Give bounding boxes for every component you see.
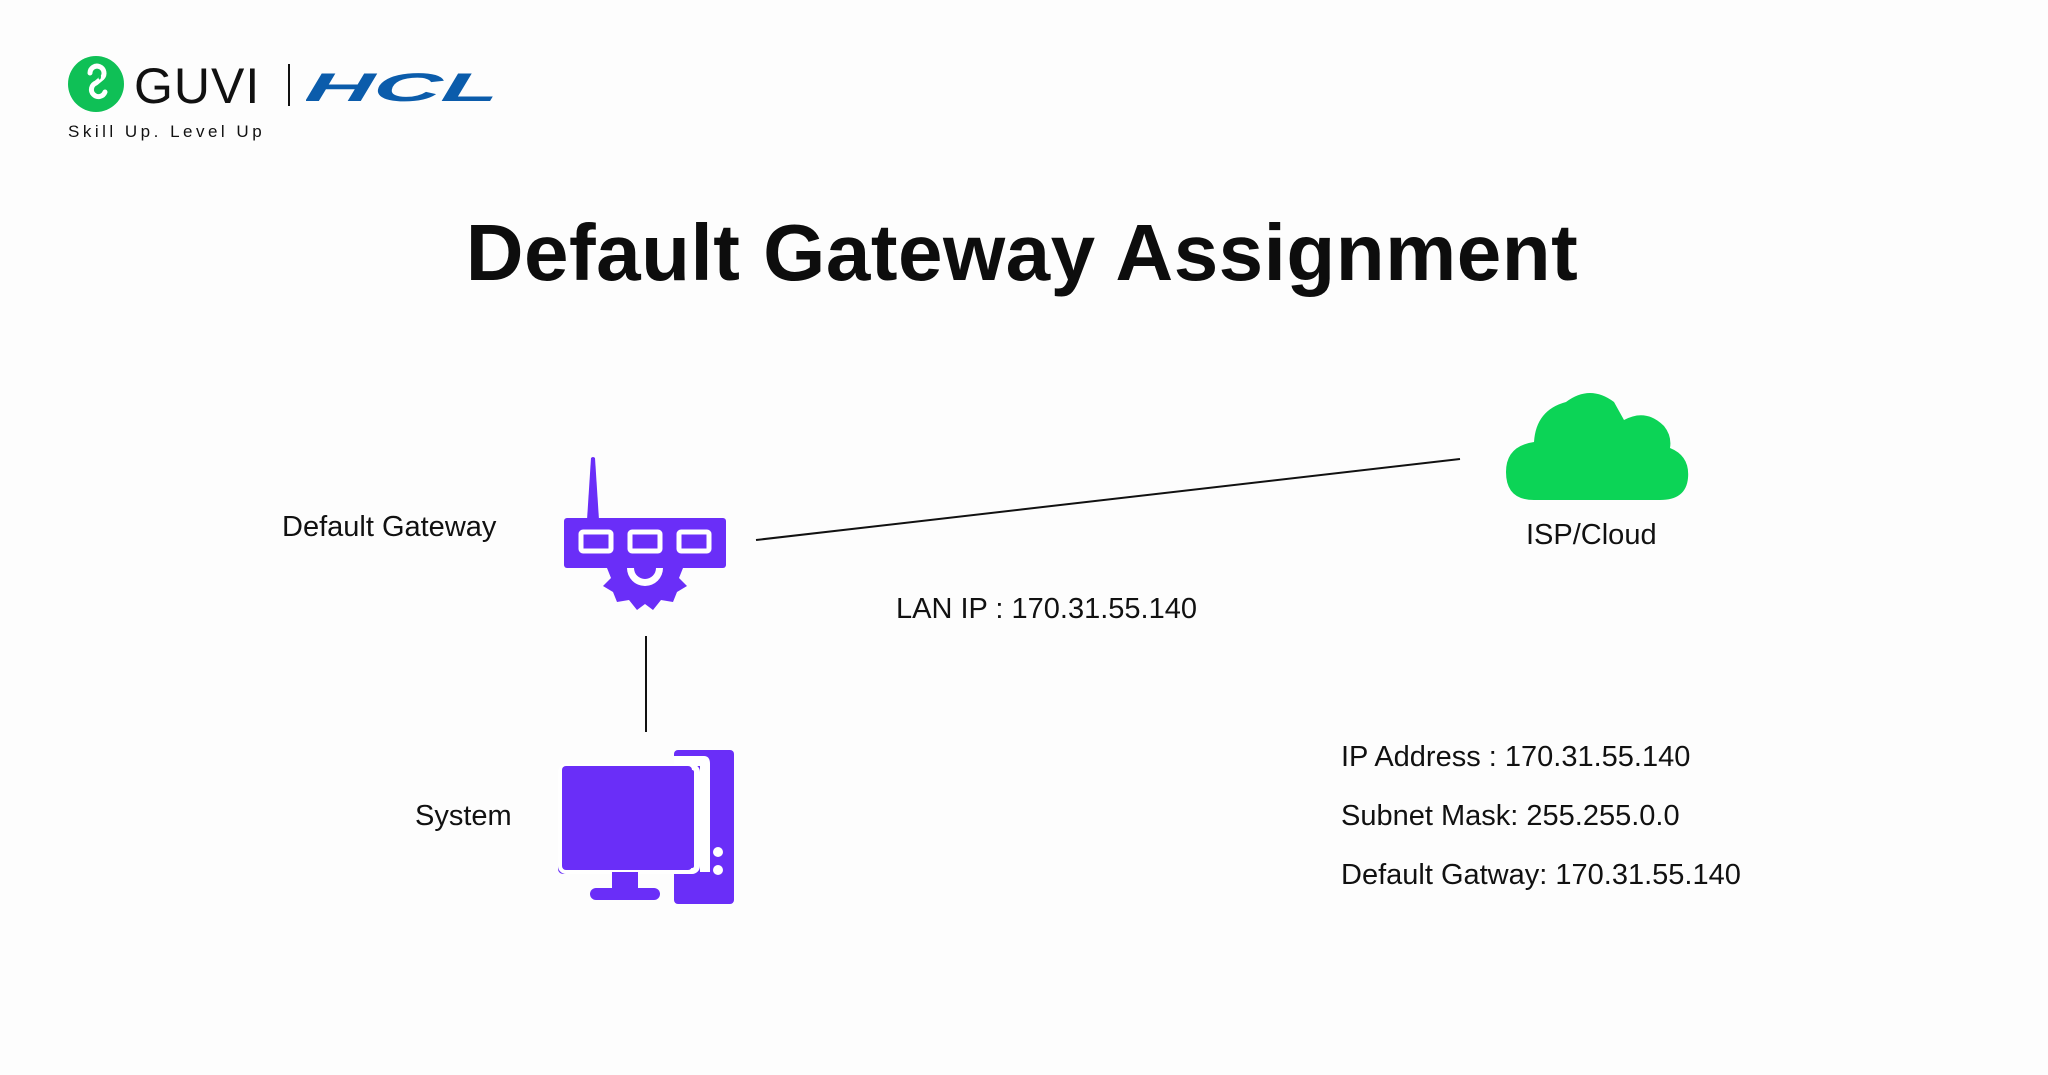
default-gateway-text: Default Gatway: 170.31.55.140 <box>1341 859 1741 891</box>
brand-tagline: Skill Up. Level Up <box>68 122 266 141</box>
lan-ip-label: LAN IP : 170.31.55.140 <box>896 593 1197 625</box>
system-label: System <box>415 800 512 832</box>
brand-logo: GUVI HCL Skill Up. Level Up <box>68 56 588 146</box>
subnet-mask-text: Subnet Mask: 255.255.0.0 <box>1341 800 1680 832</box>
gateway-label: Default Gateway <box>282 511 497 543</box>
cloud-label: ISP/Cloud <box>1526 519 1657 551</box>
hcl-wordmark: HCL <box>306 70 503 106</box>
router-icon <box>564 457 726 610</box>
logo-divider <box>288 64 290 106</box>
guvi-logo-icon <box>68 56 124 112</box>
desktop-computer-icon <box>558 750 734 904</box>
ip-address-text: IP Address : 170.31.55.140 <box>1341 741 1691 773</box>
guvi-wordmark: GUVI <box>134 58 261 114</box>
hcl-logo: HCL <box>306 70 503 106</box>
cloud-icon <box>1506 393 1689 500</box>
page-title: Default Gateway Assignment <box>0 208 2048 298</box>
gateway-cloud-link <box>755 458 1461 541</box>
page-title-text: Default Gateway Assignment <box>465 208 1579 297</box>
